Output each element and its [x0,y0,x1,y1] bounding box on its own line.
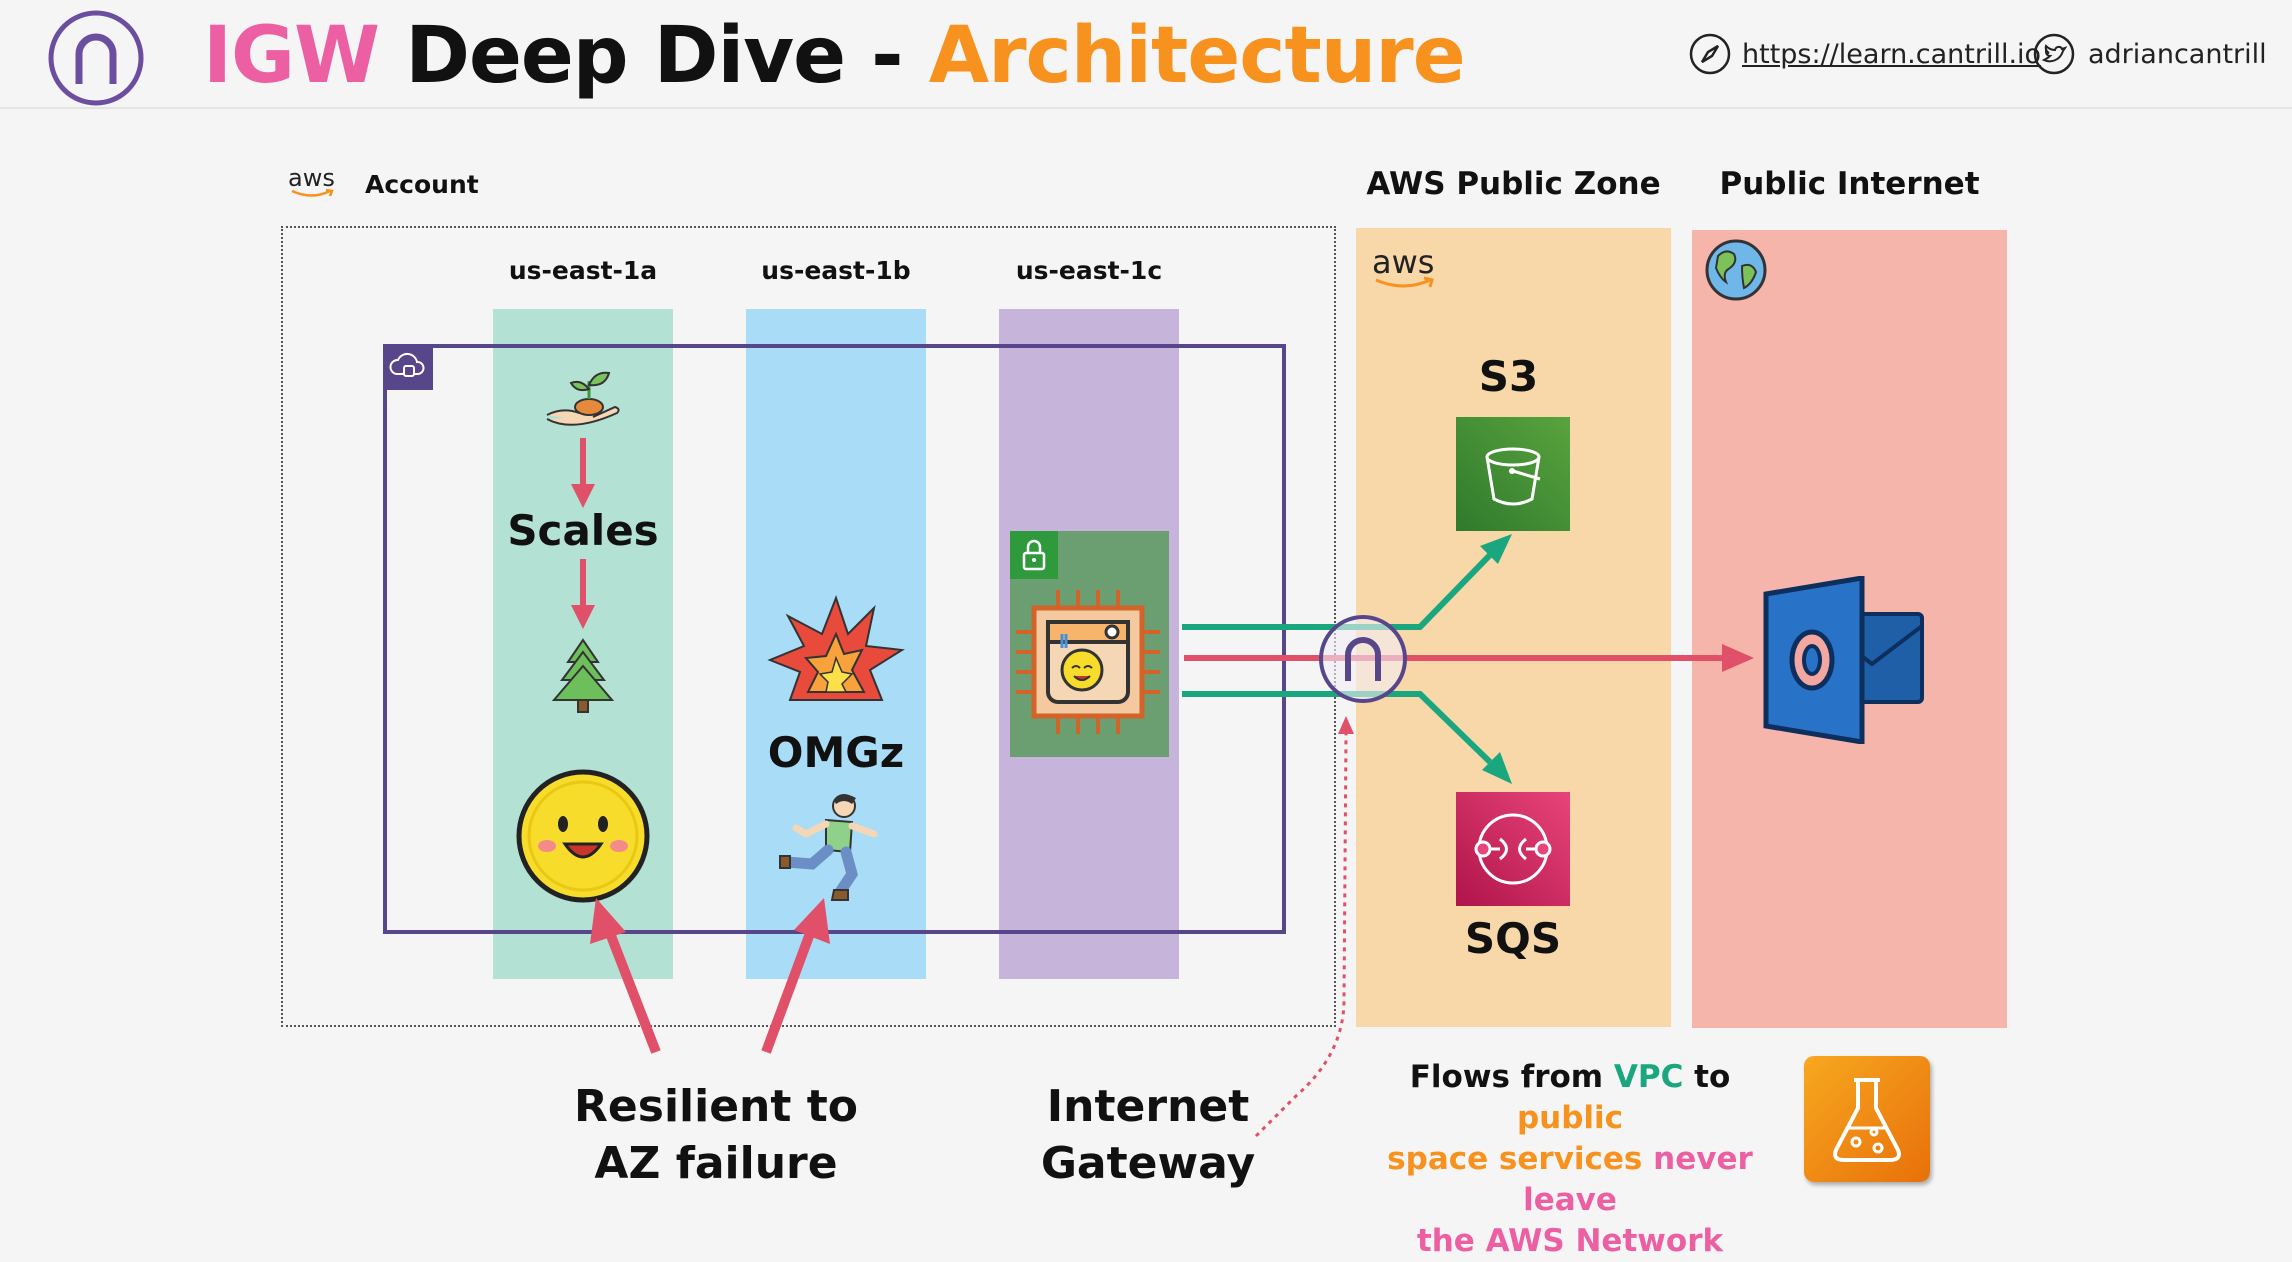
outlook-icon [1762,575,1928,745]
flows-note-part1: Flows from [1409,1059,1614,1095]
subnet-lock-icon [1010,531,1058,579]
igw-caption-line2: Gateway [1040,1138,1256,1189]
az-label-us-east-1c: us-east-1c [1015,256,1163,285]
igw-caption-line1: Internet [1046,1081,1250,1132]
compass-icon [1688,32,1732,76]
aws-logo-text: aws [1372,243,1435,281]
ec2-instance-icon [1012,586,1164,738]
public-zone-aws-logo: aws [1372,246,1442,296]
lab-flask-icon [1804,1056,1930,1182]
growth-arrow-1 [571,438,595,508]
page-title: IGW Deep Dive - Architecture [203,6,1466,106]
resilient-caption-line1: Resilient to [574,1081,858,1132]
account-label: Account [365,170,479,199]
header-divider [0,107,2292,109]
public-internet-label: Public Internet [1719,166,1980,202]
public-zone-label: AWS Public Zone [1366,166,1661,202]
vpc-icon [383,344,433,390]
igw-caption: Internet Gateway [1018,1078,1278,1192]
title-architecture: Architecture [928,11,1466,101]
s3-bucket-icon [1456,417,1570,531]
resilient-caption-line2: AZ failure [594,1138,838,1189]
running-person-icon [776,790,896,902]
flows-note-vpc: VPC [1613,1059,1684,1095]
s3-label: S3 [1478,352,1539,401]
account-aws-logo: aws [288,166,340,202]
scales-label: Scales [507,506,659,555]
internet-gateway-icon [1317,613,1409,705]
igw-pointer-head [1338,716,1354,734]
course-link[interactable]: https://learn.cantrill.io [1742,39,2042,70]
flows-note: Flows from VPC to public space services … [1370,1057,1770,1262]
sqs-label: SQS [1464,914,1562,963]
aws-logo-text: aws [288,164,335,192]
flows-note-part2: to [1683,1059,1731,1095]
flows-note-network: the AWS Network [1416,1223,1724,1259]
twitter-link[interactable]: adriancantrill [2088,39,2267,70]
growth-arrow-2 [571,559,595,629]
explosion-icon [766,594,906,706]
twitter-icon [2032,32,2076,76]
flows-note-public: public [1516,1100,1624,1136]
flows-note-space: space services [1387,1141,1643,1177]
az-label-us-east-1b: us-east-1b [761,256,911,285]
sqs-icon [1456,792,1570,906]
pine-tree-icon [548,636,618,716]
az-label-us-east-1a: us-east-1a [508,256,658,285]
omgz-label: OMGz [767,728,905,777]
title-deep-dive: Deep Dive - [405,11,903,101]
header-logo [46,8,146,108]
happy-face-icon [513,766,653,906]
resilient-caption: Resilient to AZ failure [560,1078,872,1192]
vpc-boundary [383,344,1286,934]
globe-icon [1704,238,1768,302]
title-igw: IGW [203,11,380,101]
seedling-hand-icon [543,367,623,439]
